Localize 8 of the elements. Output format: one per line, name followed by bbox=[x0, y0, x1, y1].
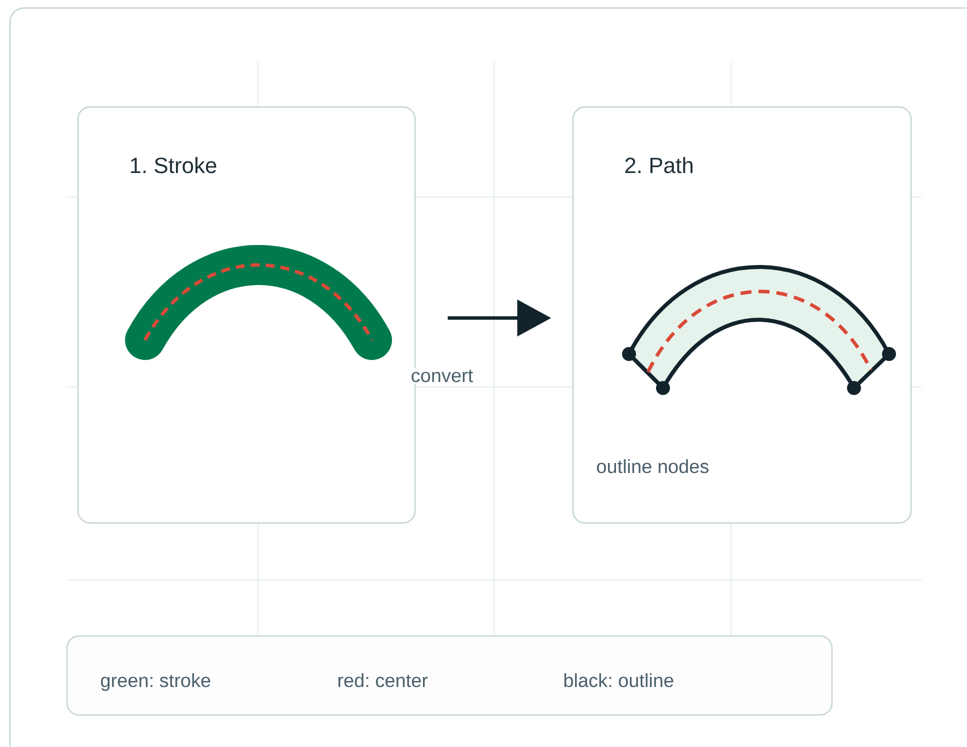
legend-text: black: outline bbox=[564, 673, 674, 688]
panel-title: 1. Stroke bbox=[130, 157, 216, 174]
node-label: outline nodes bbox=[597, 459, 708, 474]
panel-title: 2. Path bbox=[625, 157, 692, 174]
legend-text: red: center bbox=[338, 673, 428, 688]
edge-label: convert bbox=[412, 370, 474, 382]
legend-box bbox=[66, 635, 833, 716]
legend-text: green: stroke bbox=[101, 673, 210, 691]
